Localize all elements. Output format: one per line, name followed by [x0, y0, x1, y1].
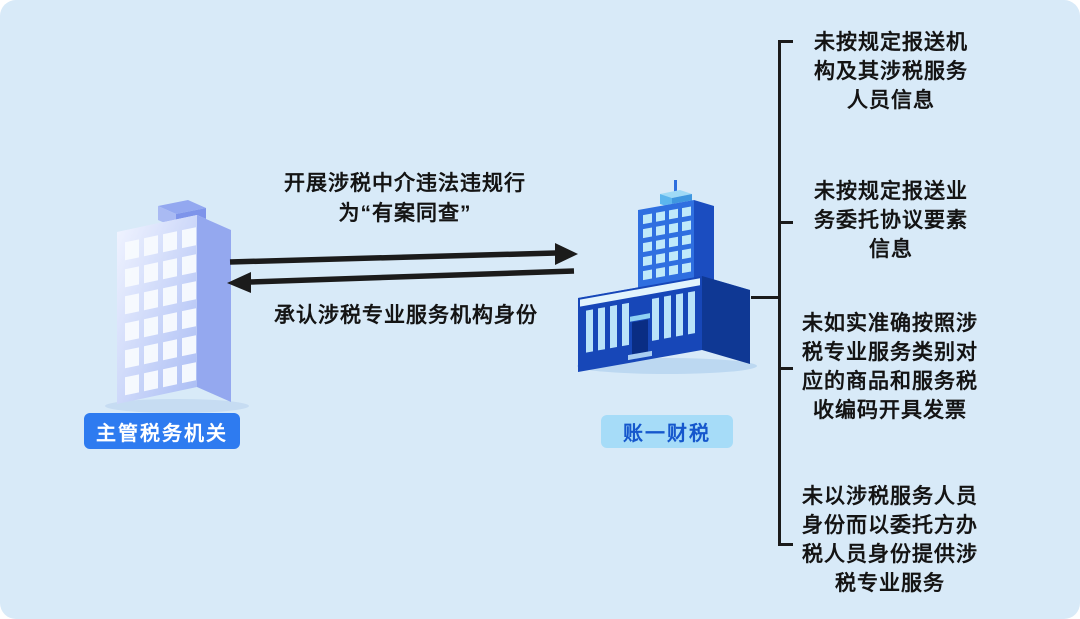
- violation-line: 构及其涉税服务: [814, 60, 968, 83]
- bracket-vertical-line: [778, 40, 781, 546]
- top-arrow-line2: 为“有案同查”: [338, 202, 472, 225]
- violation-line: 人员信息: [847, 89, 935, 112]
- bracket-tick-2: [778, 221, 793, 224]
- tax-authority-building-icon: [92, 170, 252, 420]
- left-arrowhead-icon: [227, 272, 251, 293]
- firm-label: 账一财税: [601, 415, 733, 448]
- bracket-building-connector: [751, 296, 778, 299]
- bracket-tick-1: [778, 40, 793, 43]
- right-arrowhead-icon: [555, 243, 578, 265]
- violation-item-2: 未按规定报送业 务委托协议要素 信息: [788, 177, 994, 264]
- violation-line: 务委托协议要素: [814, 209, 968, 232]
- violation-line: 应的商品和服务税: [802, 370, 978, 393]
- violation-line: 收编码开具发票: [813, 399, 967, 422]
- violation-line: 税专业服务: [835, 572, 945, 595]
- violation-line: 未如实准确按照涉: [802, 312, 978, 335]
- top-arrow-label: 开展涉税中介违法违规行 为“有案同查”: [240, 169, 570, 229]
- firm-building-icon: [572, 178, 772, 383]
- violation-item-4: 未以涉税服务人员 身份而以委托方办 税人员身份提供涉 税专业服务: [780, 482, 1000, 598]
- bracket-tick-3: [778, 367, 793, 370]
- bracket-tick-4: [778, 543, 793, 546]
- exchange-arrows: [227, 243, 578, 293]
- violation-item-1: 未按规定报送机 构及其涉税服务 人员信息: [788, 28, 994, 115]
- violation-line: 信息: [869, 238, 913, 261]
- tax-authority-label: 主管税务机关: [84, 413, 240, 449]
- violation-item-3: 未如实准确按照涉 税专业服务类别对 应的商品和服务税 收编码开具发票: [780, 309, 1000, 425]
- violation-line: 未以涉税服务人员: [802, 485, 978, 508]
- violation-line: 税人员身份提供涉: [802, 543, 978, 566]
- violation-line: 税专业服务类别对: [802, 341, 978, 364]
- bottom-arrow-label: 承认涉税专业服务机构身份: [274, 304, 538, 327]
- violation-line: 未按规定报送业: [814, 180, 968, 203]
- top-arrow-line1: 开展涉税中介违法违规行: [284, 172, 526, 195]
- violation-line: 未按规定报送机: [814, 31, 968, 54]
- violation-line: 身份而以委托方办: [802, 514, 978, 537]
